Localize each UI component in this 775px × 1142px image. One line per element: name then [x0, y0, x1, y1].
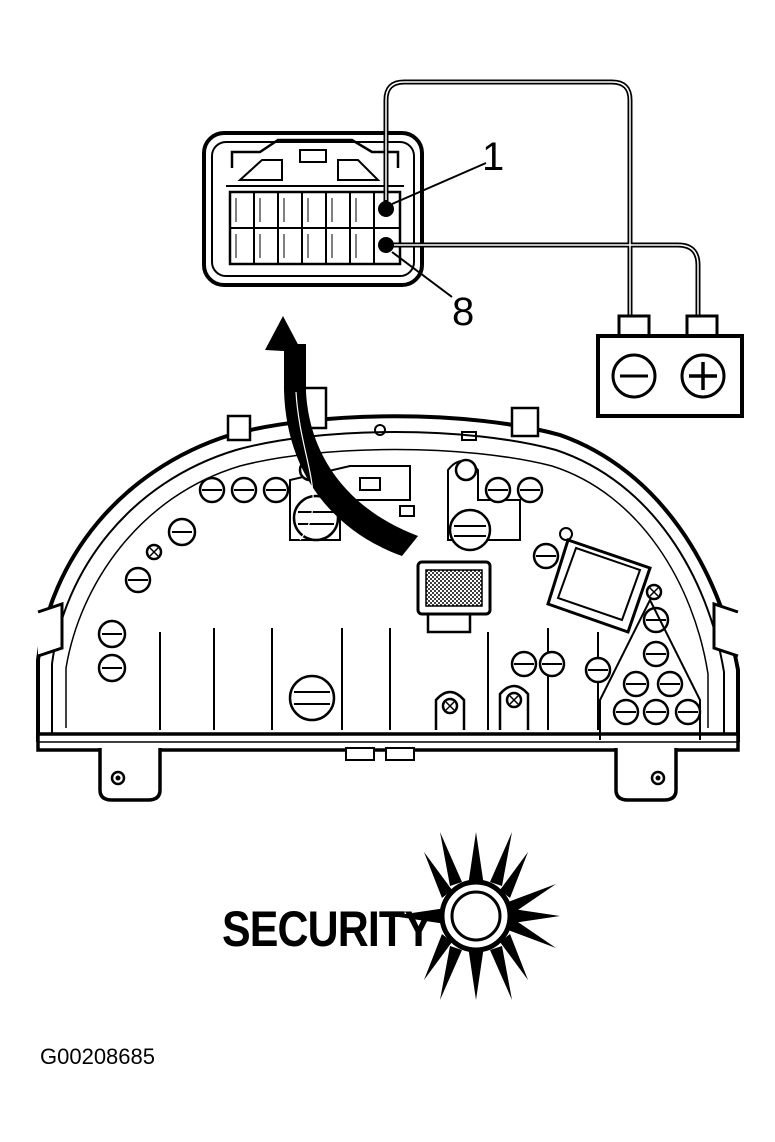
instrument-cluster-rear [36, 386, 740, 802]
connector-closeup [202, 131, 424, 287]
callout-leader-1 [391, 162, 487, 205]
connector-location-arrow [265, 316, 418, 556]
plus-icon [680, 353, 726, 399]
figure-code: G00208685 [40, 1044, 155, 1069]
minus-icon [611, 353, 657, 399]
callout-label-1: 1 [482, 135, 504, 179]
security-light-icon [392, 832, 560, 1000]
callout-leader-8 [391, 251, 453, 298]
security-indicator-label: SECURITY [222, 901, 433, 957]
security-connector-location [416, 560, 492, 634]
battery [596, 314, 744, 418]
jumper-wires-inner [385, 81, 699, 318]
callout-label-8: 8 [452, 290, 474, 334]
